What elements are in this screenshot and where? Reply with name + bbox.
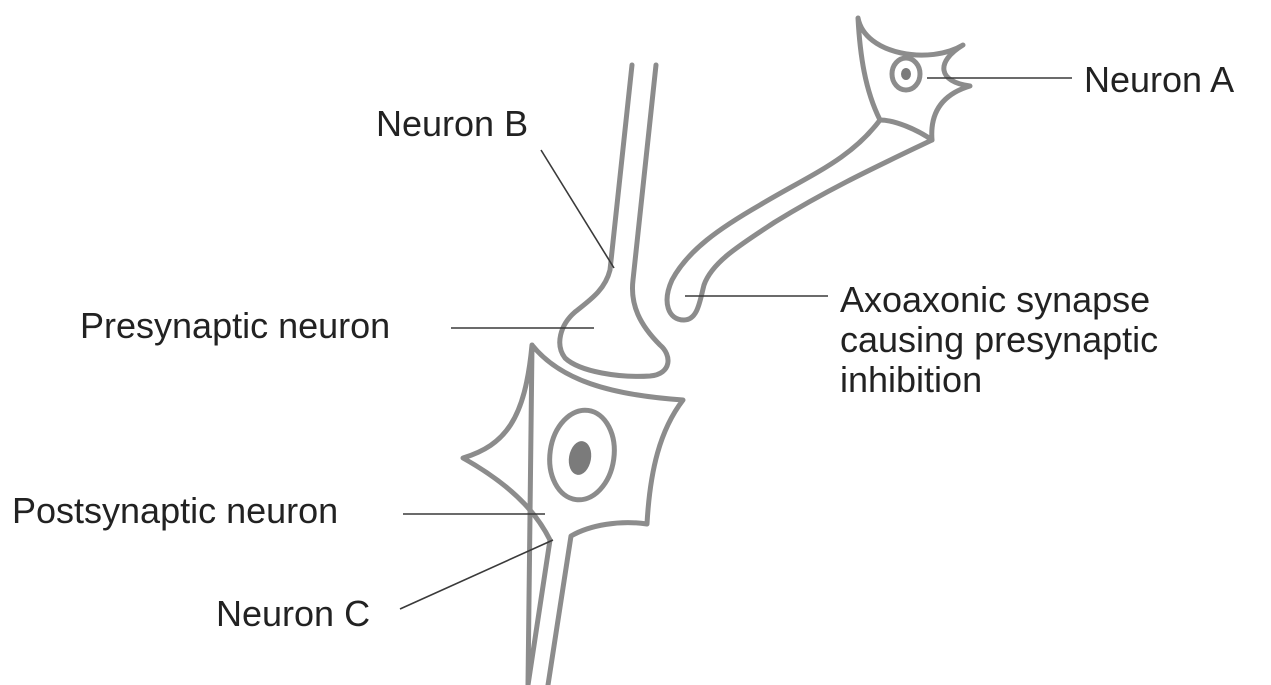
label-presynaptic-neuron: Presynaptic neuron — [80, 306, 390, 346]
neuron-a-cell-body — [858, 18, 970, 140]
neuron-c-cell-body — [463, 345, 683, 685]
neuron-b-axon — [560, 65, 668, 376]
label-axoaxonic-line-1: Axoaxonic synapse — [840, 280, 1158, 320]
label-neuron-c: Neuron C — [216, 594, 370, 634]
neuron-c-nucleus — [566, 439, 594, 476]
label-neuron-b: Neuron B — [376, 104, 528, 144]
leader-line-neuron-b — [541, 150, 614, 268]
neuron-a-nucleus — [901, 68, 911, 80]
label-axoaxonic-synapse: Axoaxonic synapse causing presynaptic in… — [840, 280, 1158, 400]
label-postsynaptic-neuron: Postsynaptic neuron — [12, 491, 338, 531]
label-axoaxonic-line-2: causing presynaptic — [840, 320, 1158, 360]
label-neuron-a: Neuron A — [1084, 60, 1234, 100]
label-axoaxonic-line-3: inhibition — [840, 360, 1158, 400]
